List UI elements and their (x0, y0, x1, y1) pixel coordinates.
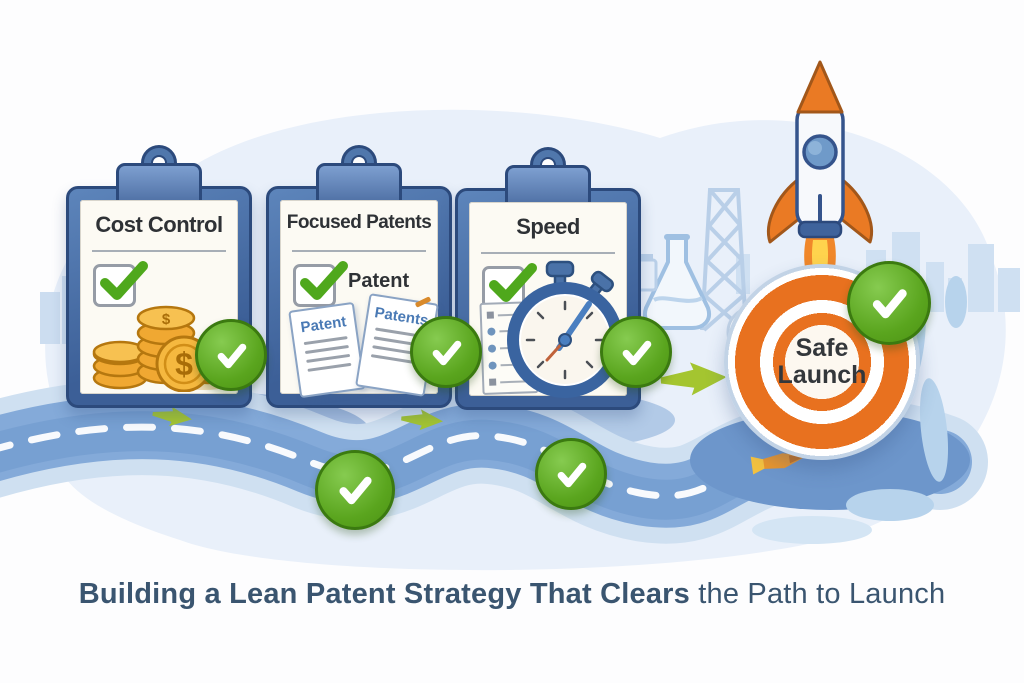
checkbox-label: Patent (348, 270, 410, 292)
road-center-dashes (0, 423, 804, 500)
clipboard-speed: Speed (455, 147, 641, 410)
check-badge (410, 316, 482, 388)
clipboard-paper: Cost Control (80, 200, 238, 394)
pen-mark-icon (414, 296, 432, 308)
clipboard-paper: Speed (469, 202, 627, 398)
arrow-icon (152, 362, 727, 431)
flask-icon (643, 234, 711, 330)
check-badge (600, 316, 672, 388)
clipboard-focused-patents: Focused Patents Patent Patent Patents (266, 145, 452, 408)
title-rule (292, 250, 426, 252)
lattice-tower-icon (700, 188, 748, 332)
coin-symbol: $ (162, 311, 171, 328)
rocket-base (797, 220, 843, 239)
rocket-nose (796, 60, 844, 114)
checkbox (93, 261, 148, 307)
check-badge (535, 438, 607, 510)
checkmark-icon (489, 263, 537, 302)
clipboard-title: Focused Patents (286, 212, 432, 233)
checkmark-icon (300, 261, 348, 300)
check-badge (315, 450, 395, 530)
clipboard-cost-control: Cost Control (66, 145, 252, 408)
rocket-fin-left (767, 176, 802, 244)
target-label-line1: Safe (795, 333, 849, 362)
document-label: Patent (299, 313, 348, 337)
rocket-fin-right (838, 176, 873, 244)
dart-icon (750, 453, 808, 475)
caption: Building a Lean Patent Strategy That Cle… (0, 578, 1024, 611)
patent-document-icon: Patent (288, 301, 366, 399)
check-badge (195, 319, 267, 391)
title-rule (481, 252, 615, 254)
checkmark-icon (100, 261, 148, 300)
stopwatch-icon (507, 260, 623, 398)
caption-rest: the Path to Launch (689, 578, 946, 610)
clipboard-title: Speed (516, 214, 580, 239)
clipboard-paper: Focused Patents Patent Patent Patents (280, 200, 439, 399)
clipboard-title: Cost Control (95, 212, 223, 237)
target-label-line2: Launch (777, 361, 867, 389)
checkbox (293, 261, 348, 307)
caption-bold: Building a Lean Patent Strategy That Cle… (78, 578, 690, 610)
check-badge (847, 261, 931, 345)
coin-symbol: $ (175, 346, 193, 382)
title-rule (92, 250, 226, 252)
